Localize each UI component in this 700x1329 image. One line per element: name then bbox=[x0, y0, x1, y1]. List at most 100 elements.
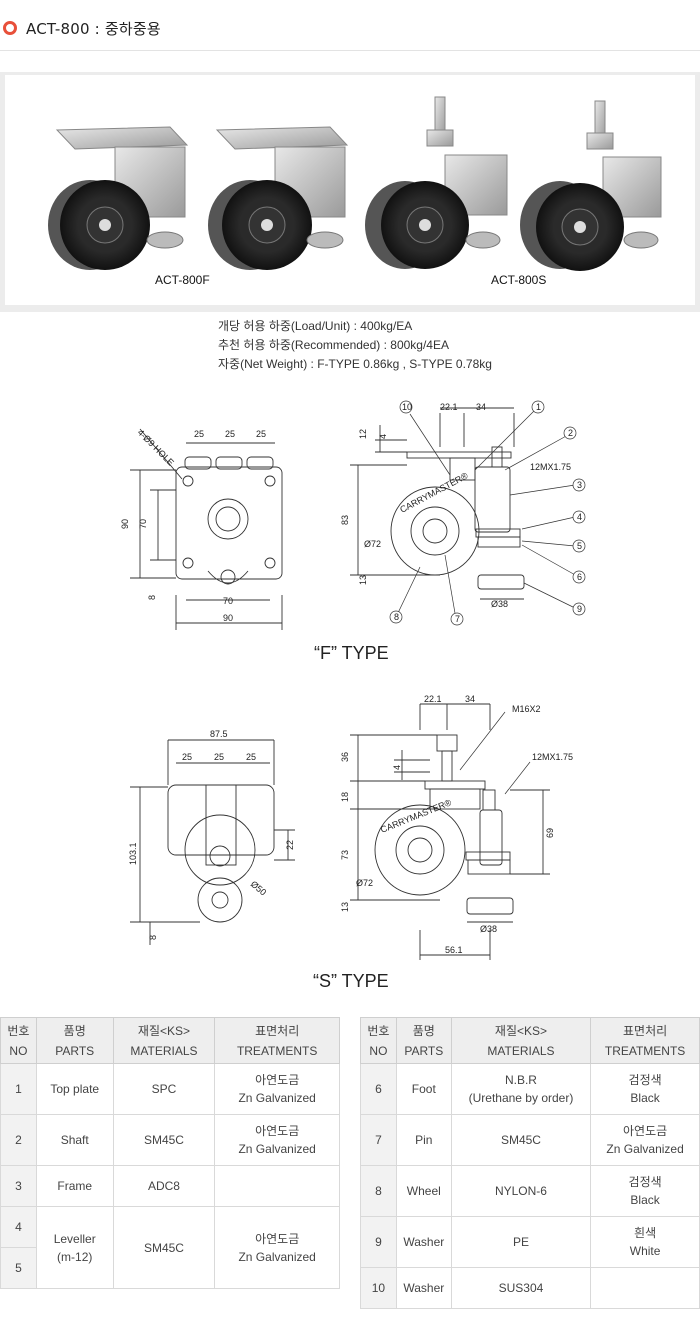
f-dim-34: 34 bbox=[476, 402, 486, 412]
f-dim-25-a: 25 bbox=[194, 429, 204, 439]
callout-3: 3 bbox=[577, 480, 582, 490]
callout-2: 2 bbox=[568, 428, 573, 438]
caster-s-1 bbox=[365, 96, 508, 269]
s-type-label: “S” TYPE bbox=[313, 971, 389, 991]
table-cell: Wheel bbox=[395, 1165, 452, 1217]
callout-6: 6 bbox=[577, 572, 582, 582]
f-dim-70-left: 70 bbox=[138, 519, 148, 529]
s-dim-56-1: 56.1 bbox=[445, 945, 463, 955]
s-dim-73: 73 bbox=[340, 850, 350, 860]
header-materials: 재질<KS>MATERIALS bbox=[450, 1017, 592, 1064]
f-dim-25-b: 25 bbox=[225, 429, 235, 439]
s-bolt: M16X2 bbox=[512, 704, 541, 714]
s-dim-25-c: 25 bbox=[246, 752, 256, 762]
callout-5: 5 bbox=[577, 541, 582, 551]
spec-net-weight: 자중(Net Weight) : F-TYPE 0.86kg , S-TYPE … bbox=[218, 357, 492, 371]
s-thread: 12MX1.75 bbox=[532, 752, 573, 762]
table-cell-no: 6 bbox=[360, 1063, 397, 1115]
s-dim-87-5: 87.5 bbox=[210, 729, 228, 739]
table-cell: Frame bbox=[35, 1165, 114, 1207]
s-dim-8: 8 bbox=[148, 935, 158, 940]
f-dim-70-bottom: 70 bbox=[223, 596, 233, 606]
s-dim-22: 22 bbox=[285, 840, 295, 850]
f-thread: 12MX1.75 bbox=[530, 462, 571, 472]
f-dim-90-bottom: 90 bbox=[223, 613, 233, 623]
f-hole-label: 4-Ø9 HOLE bbox=[136, 427, 176, 467]
photo-caption-s: ACT-800S bbox=[491, 273, 547, 287]
callout-8: 8 bbox=[394, 612, 399, 622]
table-row: 5 bbox=[0, 1247, 340, 1289]
s-dim-d72: Ø72 bbox=[356, 878, 373, 888]
page-header: ACT-800 : 중하중용 bbox=[0, 0, 700, 55]
s-dim-22-1: 22.1 bbox=[424, 694, 442, 704]
table-cell-no: 5 bbox=[0, 1247, 37, 1289]
page-title: ACT-800 : 중하중용 bbox=[26, 20, 161, 38]
table-cell: ADC8 bbox=[112, 1165, 216, 1207]
table-cell: Shaft bbox=[35, 1114, 114, 1166]
table-cell: Washer bbox=[395, 1216, 452, 1268]
s-dim-4: 4 bbox=[392, 765, 402, 770]
s-dim-25-b: 25 bbox=[214, 752, 224, 762]
table-cell: SPC bbox=[112, 1063, 216, 1115]
f-type-drawing: 4-Ø9 HOLE 25 25 25 70 90 90 70 8 22.1 34… bbox=[120, 400, 586, 630]
table-cell-no: 2 bbox=[0, 1114, 37, 1166]
f-callouts: 10 1 2 3 4 5 6 7 8 9 bbox=[389, 400, 586, 626]
table-cell-no: 4 bbox=[0, 1206, 37, 1248]
f-brand: CARRYMASTER® bbox=[398, 470, 470, 514]
table-cell: Pin bbox=[395, 1114, 452, 1166]
table-cell-no: 9 bbox=[360, 1216, 397, 1268]
product-photo: ACT-800F ACT-800S bbox=[0, 72, 700, 312]
callout-10: 10 bbox=[402, 402, 412, 412]
f-dim-d72: Ø72 bbox=[364, 539, 381, 549]
callout-1: 1 bbox=[536, 402, 541, 412]
s-dim-69: 69 bbox=[545, 828, 555, 838]
f-dim-d38: Ø38 bbox=[491, 599, 508, 609]
table-cell: SUS304 bbox=[450, 1267, 592, 1309]
spec-load: 개당 허용 하중(Load/Unit) : 400kg/EA bbox=[218, 319, 413, 333]
caster-photo-illustration bbox=[48, 96, 662, 271]
table-row: 10 Washer SUS304 bbox=[360, 1267, 700, 1309]
table-cell-no: 10 bbox=[360, 1267, 397, 1309]
table-cell-no: 3 bbox=[0, 1165, 37, 1207]
table-cell: NYLON-6 bbox=[450, 1165, 592, 1217]
s-dim-d38: Ø38 bbox=[480, 924, 497, 934]
table-cell-no: 8 bbox=[360, 1165, 397, 1217]
callout-9: 9 bbox=[577, 604, 582, 614]
table-cell-no: 1 bbox=[0, 1063, 37, 1115]
s-dim-13: 13 bbox=[340, 902, 350, 912]
s-dim-36: 36 bbox=[340, 752, 350, 762]
f-dim-4: 4 bbox=[378, 434, 388, 439]
s-dim-18: 18 bbox=[340, 792, 350, 802]
f-dim-90-left: 90 bbox=[120, 519, 130, 529]
photo-caption-f: ACT-800F bbox=[155, 273, 210, 287]
header-divider bbox=[0, 50, 700, 51]
f-dim-8: 8 bbox=[147, 595, 157, 600]
caster-f-2 bbox=[208, 126, 349, 270]
s-dim-34: 34 bbox=[465, 694, 475, 704]
s-dim-25-a: 25 bbox=[182, 752, 192, 762]
header-materials: 재질<KS>MATERIALS bbox=[112, 1017, 216, 1064]
table-cell bbox=[590, 1267, 700, 1309]
f-dim-83: 83 bbox=[340, 515, 350, 525]
f-type-label: “F” TYPE bbox=[314, 643, 389, 663]
table-cell: SM45C bbox=[112, 1114, 216, 1166]
